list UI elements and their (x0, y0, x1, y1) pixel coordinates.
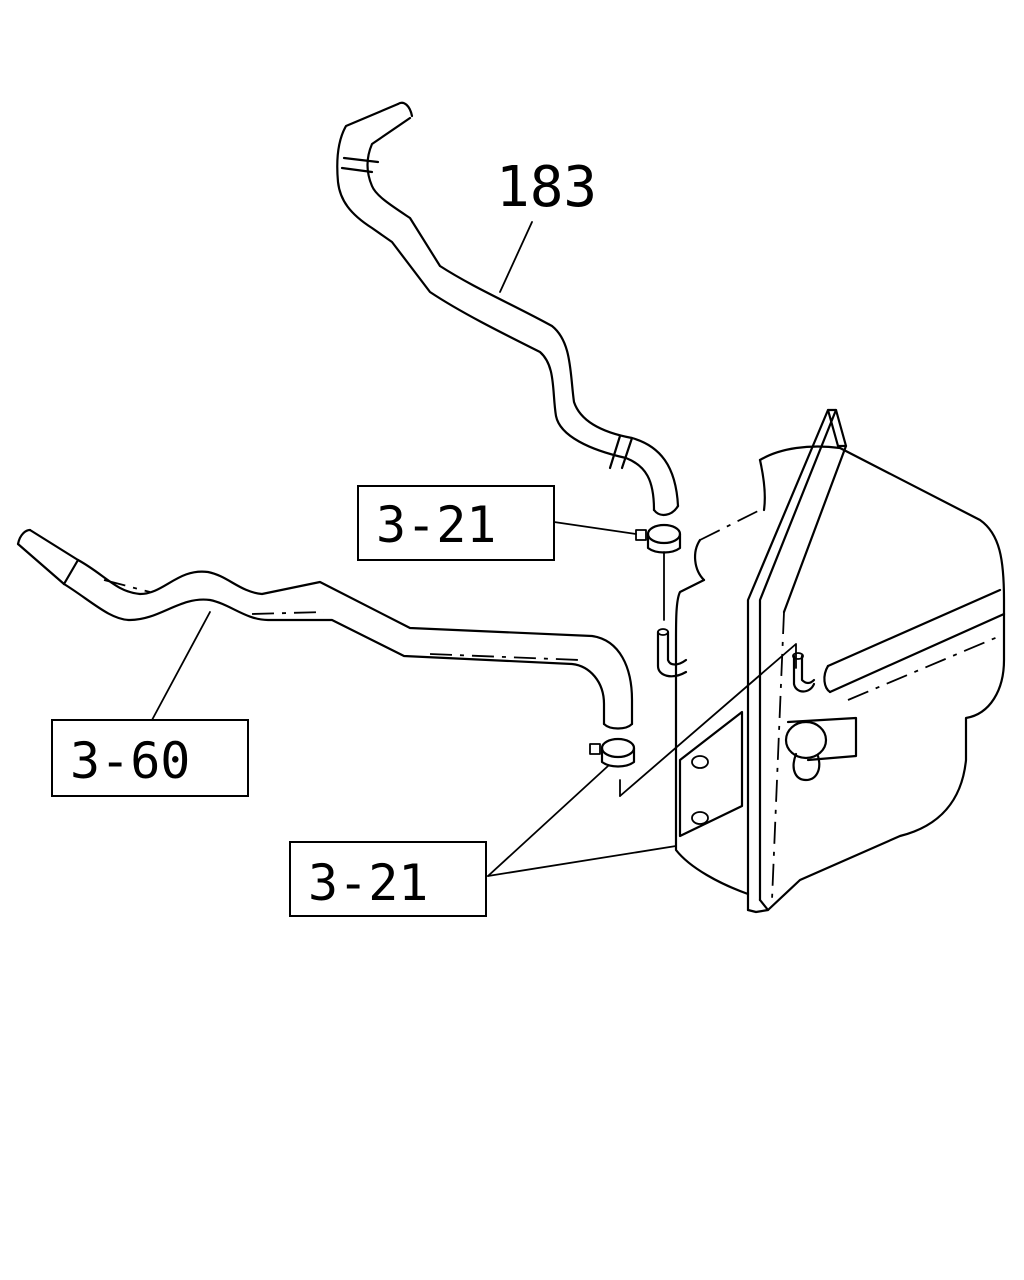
callout-hose-lower-label: 3-60 (70, 732, 190, 790)
lower-clamp (589, 737, 636, 768)
lower-hose (16, 528, 634, 730)
callout-clamp-upper: 3-21 (357, 485, 555, 561)
callout-clamp-lower-label: 3-21 (308, 854, 428, 912)
leader-lines (151, 221, 797, 877)
upper-clamp (635, 523, 682, 621)
callout-clamp-lower: 3-21 (289, 841, 487, 917)
reservoir-tank (656, 408, 1006, 914)
callout-hose-lower: 3-60 (51, 719, 249, 797)
upper-hose (336, 101, 680, 516)
callout-clamp-upper-label: 3-21 (376, 496, 496, 554)
callout-183: 183 (496, 155, 597, 220)
